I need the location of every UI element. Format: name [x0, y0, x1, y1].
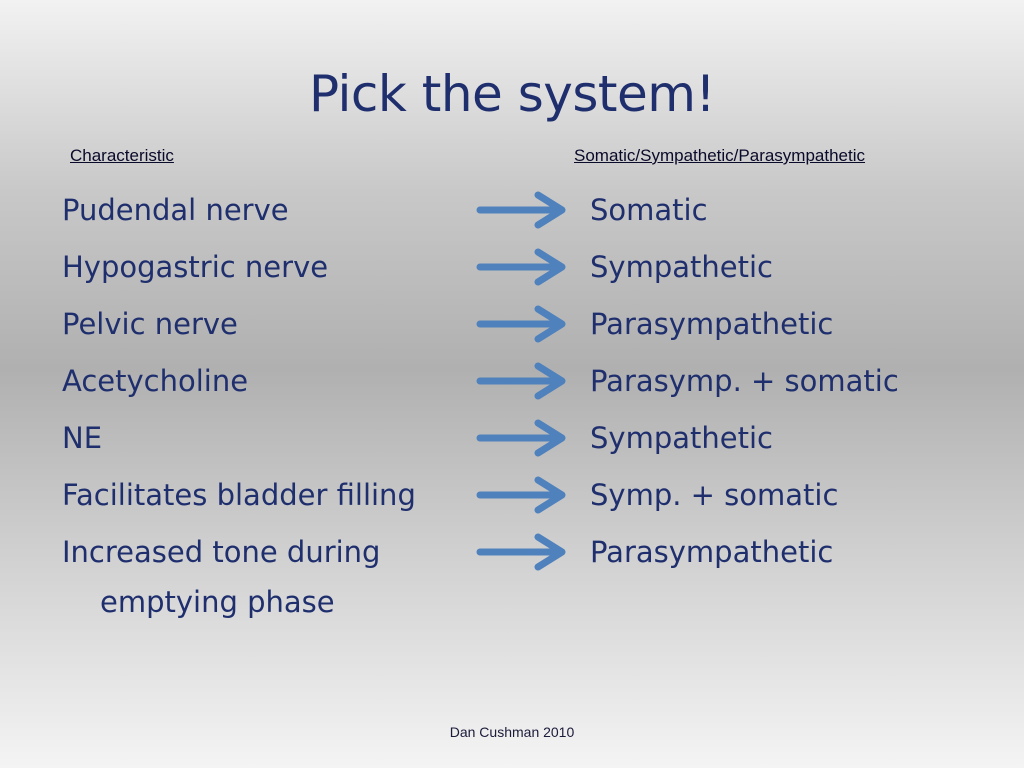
- list-item: Hypogastric nerve Sympathetic: [0, 243, 1024, 300]
- column-header-characteristic: Characteristic: [70, 146, 174, 165]
- right-arrow-icon: [476, 305, 566, 343]
- characteristic-text: Pelvic nerve: [62, 307, 238, 341]
- right-arrow-icon: [476, 248, 566, 286]
- system-text: Sympathetic: [590, 250, 773, 284]
- characteristic-text: Acetycholine: [62, 364, 249, 398]
- right-arrow-icon: [476, 191, 566, 229]
- right-arrow-icon: [476, 362, 566, 400]
- right-arrow-icon: [476, 476, 566, 514]
- column-header-system: Somatic/Sympathetic/Parasympathetic: [574, 146, 866, 165]
- characteristic-text: Facilitates bladder filling: [62, 478, 416, 512]
- characteristic-continuation: emptying phase: [100, 585, 335, 619]
- system-text: Symp. + somatic: [590, 478, 839, 512]
- system-text: Parasympathetic: [590, 535, 834, 569]
- system-text: Parasympathetic: [590, 307, 834, 341]
- right-arrow-icon: [476, 533, 566, 571]
- list-item: Pelvic nerve Parasympathetic: [0, 300, 1024, 357]
- characteristic-text: NE: [62, 421, 103, 455]
- system-text: Somatic: [590, 193, 708, 227]
- slide-title: Pick the system!: [308, 65, 716, 123]
- right-arrow-icon: [476, 419, 566, 457]
- list-item: Acetycholine Parasymp. + somatic: [0, 357, 1024, 414]
- system-text: Parasymp. + somatic: [590, 364, 899, 398]
- list-item: Pudendal nerve Somatic: [0, 186, 1024, 243]
- system-text: Sympathetic: [590, 421, 773, 455]
- slide-footer: Dan Cushman 2010: [449, 724, 575, 740]
- list-item: NE Sympathetic: [0, 414, 1024, 471]
- characteristic-text: Increased tone during: [62, 535, 381, 569]
- list-item: Facilitates bladder filling Symp. + soma…: [0, 471, 1024, 528]
- characteristic-text: Hypogastric nerve: [62, 250, 329, 284]
- characteristic-text: Pudendal nerve: [62, 193, 289, 227]
- list-item: Increased tone during Parasympathetic: [0, 528, 1024, 585]
